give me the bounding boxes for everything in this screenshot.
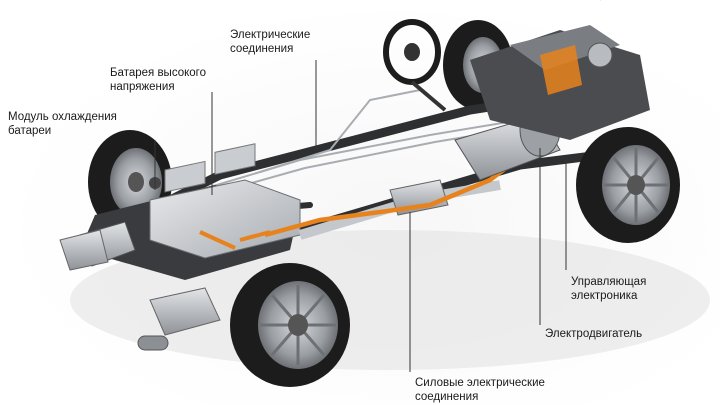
label-electric-motor: Электродвигатель: [545, 328, 643, 340]
steering-wheel: [383, 19, 447, 112]
rear-mufflers: [59, 229, 221, 351]
label-battery-cooling: Модуль охлаждения батареи: [8, 111, 117, 137]
label-hv-battery: Батарея высокого напряжения: [110, 67, 206, 93]
leader-lines: [154, 60, 567, 372]
wheel-rear-right: [230, 263, 350, 387]
engine: [470, 0, 650, 140]
wheel-front-right: [576, 127, 680, 243]
label-electrical-connections: Электрические соединения: [230, 29, 311, 55]
label-control-electronics: Управляющая электроника: [571, 276, 647, 302]
battery-pack: [80, 143, 301, 280]
label-power-connections: Силовые электрические соединения: [415, 377, 545, 403]
